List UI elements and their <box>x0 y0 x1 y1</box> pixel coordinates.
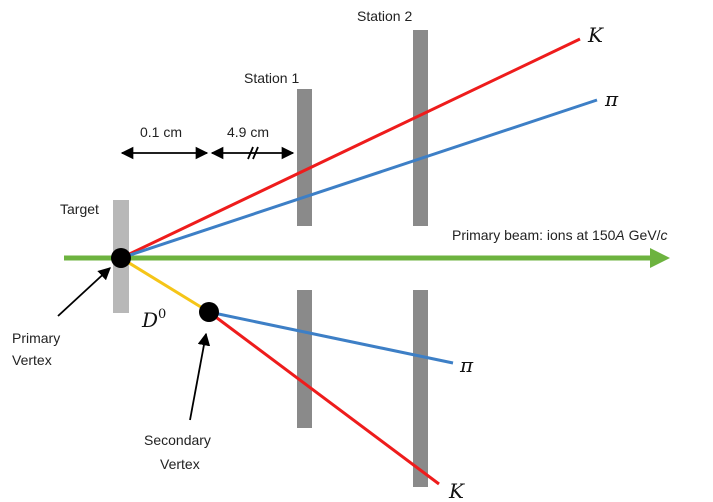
station1-upper-plane <box>297 89 312 226</box>
axis-break-marks <box>247 146 259 160</box>
kaon-upper-label: K <box>587 23 604 47</box>
target-label: Target <box>60 201 99 217</box>
primary-vertex-dot <box>111 248 131 268</box>
secondary-vertex-pointer <box>189 332 211 421</box>
station2-upper-plane <box>413 30 428 226</box>
lower-kaon-track <box>208 310 440 486</box>
secondary-vertex-label: Secondary Vertex <box>144 432 215 472</box>
distance-label-long: 4.9 cm <box>227 124 269 140</box>
kaon-lower-label: K <box>448 479 465 502</box>
primary-vertex-label: Primary Vertex <box>12 330 64 368</box>
primary-vertex-pointer <box>57 267 111 317</box>
station2-lower-plane <box>413 290 428 487</box>
station1-label: Station 1 <box>244 70 299 86</box>
lower-pion-track <box>208 310 454 365</box>
d0-label: D0 <box>141 307 166 332</box>
station2-label: Station 2 <box>357 8 412 24</box>
pion-upper-label: π <box>604 87 619 111</box>
primary-beam-arrowhead <box>650 248 670 268</box>
d0-track <box>120 256 210 314</box>
station1-lower-plane <box>297 290 312 428</box>
pion-lower-label: π <box>459 353 474 377</box>
beam-label: Primary beam: ions at 150A GeV/c <box>452 227 668 243</box>
secondary-vertex-dot <box>199 302 219 322</box>
upper-kaon-track <box>120 37 581 260</box>
upper-pion-track <box>120 98 598 260</box>
distance-label-short: 0.1 cm <box>140 124 182 140</box>
